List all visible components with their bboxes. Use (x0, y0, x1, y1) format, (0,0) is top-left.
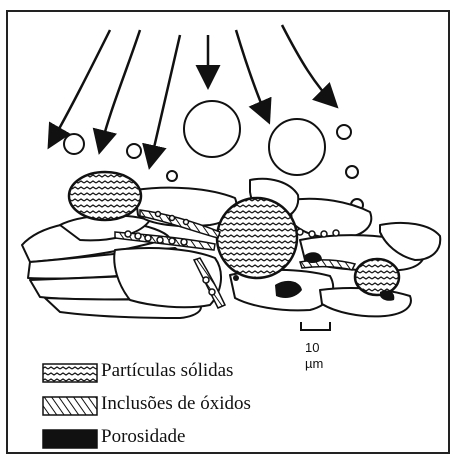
legend-swatch-solid-particles (43, 364, 97, 382)
droplet (64, 134, 84, 154)
arrow-5 (236, 30, 268, 120)
arrow-3 (150, 35, 180, 165)
legend-swatch-oxide-inclusions (43, 397, 97, 415)
droplet-large (184, 101, 240, 157)
arrow-1 (50, 30, 110, 145)
legend-label-solid-particles: Partículas sólidas (101, 360, 233, 382)
droplet-large (269, 119, 325, 175)
solid-particle (217, 198, 297, 278)
arrow-2 (100, 30, 140, 150)
droplet (167, 171, 177, 181)
arrow-6 (282, 25, 335, 105)
droplet (127, 144, 141, 158)
droplet (337, 125, 351, 139)
scale-unit: µm (305, 356, 323, 371)
legend-label-oxide-inclusions: Inclusões de óxidos (101, 393, 251, 415)
droplet (346, 166, 358, 178)
legend-swatch-porosity (43, 430, 97, 448)
legend-label-porosity: Porosidade (101, 426, 185, 448)
solid-particle (69, 172, 141, 220)
legend-swatches (43, 364, 97, 448)
solid-particle (355, 259, 399, 295)
scale-bar (301, 322, 330, 330)
scale-value: 10 (305, 340, 319, 355)
